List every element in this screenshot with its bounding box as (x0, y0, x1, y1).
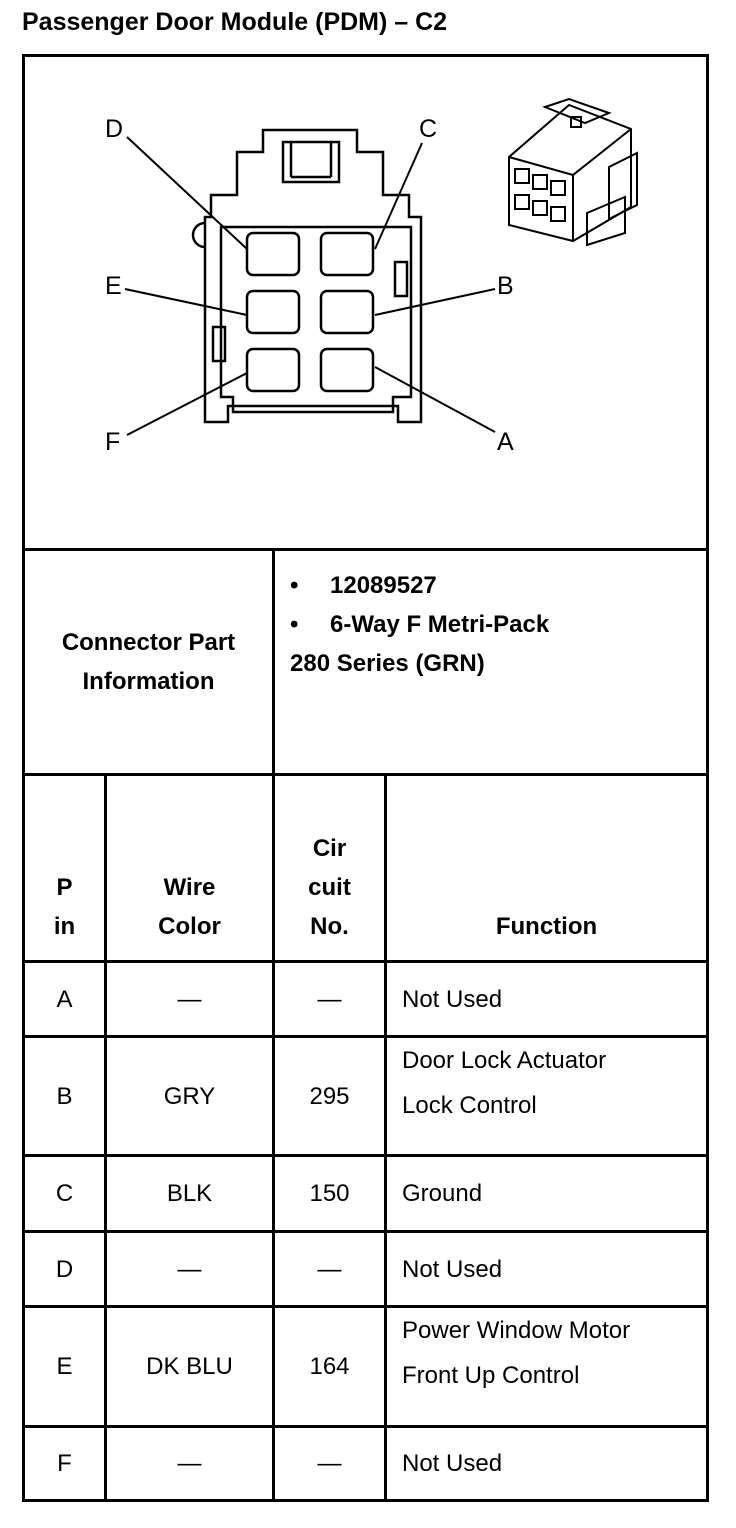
column-divider-2 (272, 548, 275, 1502)
column-divider-1 (104, 773, 107, 1502)
part-type: 6-Way F Metri-Pack (330, 611, 550, 638)
table-row-f-circuit: — (317, 1450, 342, 1477)
connector-sheet-frame (22, 54, 709, 1502)
cavity-b (319, 289, 375, 335)
connector-face-diagram: D C E B F A (105, 97, 638, 456)
connector-slot-right (393, 260, 409, 298)
table-row-a-wire: — (177, 985, 202, 1013)
pin-label-d: D (105, 115, 123, 143)
pin-label-a: A (497, 428, 514, 456)
table-row-d-pin: D (55, 1255, 74, 1283)
header-pin: P in (53, 874, 76, 940)
table-row-f-pin: F (57, 1450, 72, 1477)
connector-key-notch (191, 221, 206, 249)
pin-label-e: E (105, 272, 122, 300)
connector-latch (281, 140, 341, 184)
bullet-1: • (290, 572, 299, 599)
table-row-b-wire: GRY (163, 1082, 216, 1110)
divider-row-a (22, 1035, 709, 1038)
leader-line-c (374, 142, 423, 250)
table-row-a-function: Not Used (402, 985, 503, 1013)
bullet-2: • (290, 611, 299, 638)
leader-line-e (124, 288, 248, 316)
divider-part-info (22, 773, 709, 776)
header-function: Function (495, 913, 598, 940)
table-row-f-wire: — (177, 1450, 202, 1477)
table-row-b-function: Door Lock Actuator Lock Control (402, 1047, 607, 1119)
table-row-e-circuit: 164 (309, 1353, 350, 1380)
table-row-a-pin: A (56, 985, 73, 1013)
table-row-c-pin: C (55, 1180, 74, 1207)
column-divider-3 (384, 773, 387, 1502)
table-row-c-circuit: 150 (309, 1180, 350, 1207)
cavity-e (245, 289, 301, 335)
cavity-f (245, 347, 301, 393)
header-circuit-no: Cir cuit No. (308, 835, 351, 940)
part-info-details: • 12089527 • 6-Way F Metri-Pack 280 Series… (290, 566, 549, 683)
table-row-f-function: Not Used (402, 1450, 503, 1477)
divider-diagram (22, 548, 709, 551)
part-number: 12089527 (330, 572, 437, 599)
pin-label-f: F (105, 428, 120, 456)
cavity-c (319, 231, 375, 277)
header-wire-color: Wire Color (158, 874, 221, 940)
table-row-c-function: Ground (402, 1180, 483, 1207)
leader-line-a (374, 366, 496, 433)
divider-header (22, 960, 709, 963)
connector-body-outline (203, 128, 423, 424)
page-title: Passenger Door Module (PDM) – C2 (22, 8, 448, 36)
divider-row-d (22, 1305, 709, 1308)
connector-slot-left (211, 325, 227, 363)
connector-inner-outline (219, 225, 413, 414)
table-row-e-function: Power Window Motor Front Up Control (402, 1317, 631, 1389)
table-row-e-wire: DK BLU (146, 1353, 233, 1380)
cavity-d (245, 231, 301, 277)
leader-line-f (126, 372, 248, 436)
leader-line-d (126, 136, 248, 250)
pin-label-c: C (419, 115, 437, 143)
table-row-d-function: Not Used (402, 1255, 503, 1283)
table-row-a-circuit: — (317, 985, 342, 1013)
table-row-b-circuit: 295 (309, 1082, 350, 1110)
table-row-c-wire: BLK (166, 1180, 213, 1207)
leader-line-b (374, 288, 496, 316)
table-row-d-wire: — (177, 1255, 202, 1283)
divider-row-c (22, 1230, 709, 1233)
divider-row-e (22, 1425, 709, 1428)
part-info-label: Connector Part Information (25, 551, 272, 773)
cavity-a (319, 347, 375, 393)
table-row-e-pin: E (56, 1353, 73, 1380)
part-info-label-text: Connector Part Information (61, 629, 236, 695)
connector-latch-detail (289, 142, 333, 179)
connector-3d-view (508, 97, 638, 247)
table-row-d-circuit: — (317, 1255, 342, 1283)
table-row-b-pin: B (56, 1082, 73, 1110)
part-series: 280 Series (GRN) (290, 650, 485, 677)
pin-label-b: B (497, 272, 514, 300)
divider-row-b (22, 1154, 709, 1157)
